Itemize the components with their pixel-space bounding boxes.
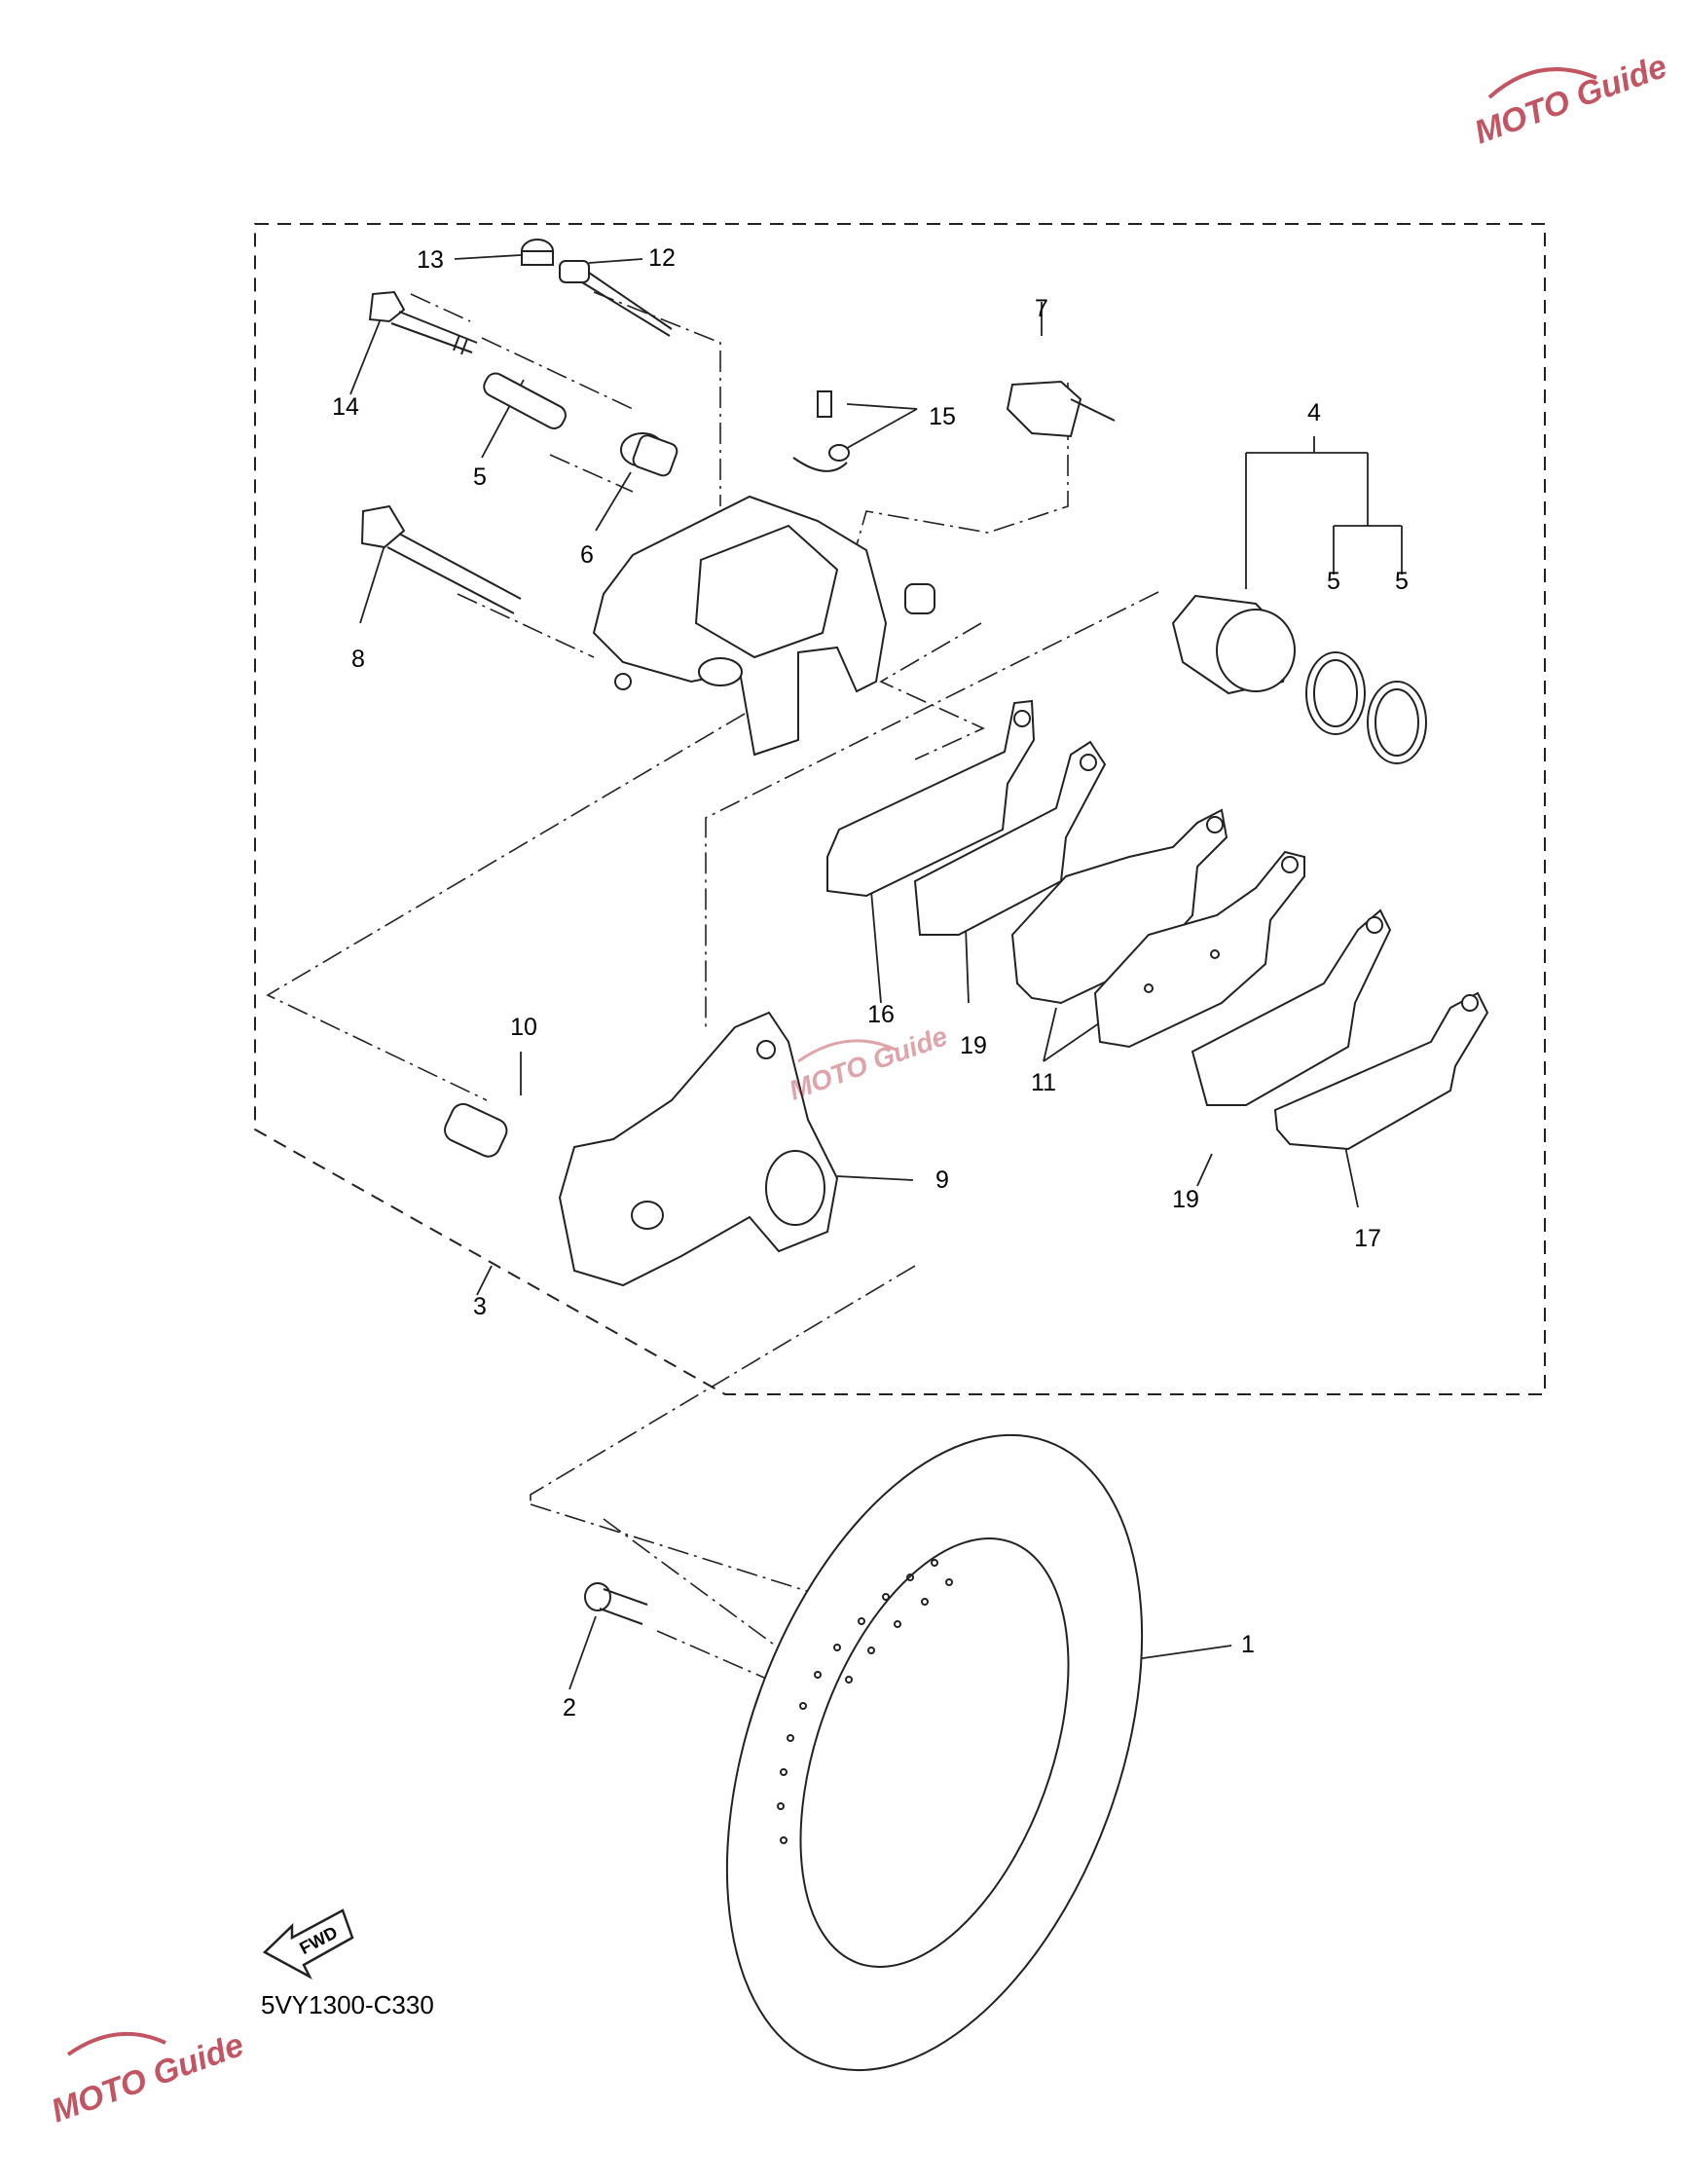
- watermark-text-center: MOTO Guide: [785, 1020, 951, 1105]
- part-pad-pin: [559, 260, 673, 337]
- callout-12: 11: [1031, 1069, 1056, 1096]
- part-disc-bolt: [584, 1582, 648, 1625]
- part-pad-spring: [1006, 380, 1116, 438]
- forward-arrow-icon: FWD: [262, 1908, 354, 1980]
- parts: [360, 239, 1489, 2072]
- watermark-logo-center: MOTO Guide: [785, 1020, 951, 1105]
- callout-5a: 5: [1327, 568, 1340, 595]
- part-brake-disc: [725, 1433, 1144, 2072]
- callout-18: 17: [1354, 1225, 1381, 1252]
- callout-19b: 19: [1172, 1186, 1199, 1213]
- callout-8: 7: [1035, 295, 1048, 322]
- callout-11: 10: [510, 1014, 537, 1041]
- watermark-text-bottom: MOTO Guide: [47, 2026, 249, 2130]
- callout-5b: 5: [1395, 568, 1409, 595]
- callout-4: 4: [1307, 399, 1321, 426]
- callout-3: 3: [473, 1293, 487, 1320]
- part-shim-lower: [1273, 991, 1489, 1151]
- callout-19a: 19: [960, 1032, 987, 1059]
- callout-16: 15: [929, 403, 956, 430]
- callout-9: 8: [351, 646, 365, 673]
- callout-6: 6: [580, 541, 594, 569]
- part-bracket-boot: [444, 1102, 508, 1158]
- watermark-text: MOTO Guide: [1470, 48, 1672, 152]
- callout-10: 9: [935, 1166, 949, 1194]
- part-piston: [1171, 594, 1296, 695]
- part-slide-pin: [483, 372, 567, 429]
- watermark-logo-bottom: MOTO Guide: [47, 2026, 249, 2130]
- part-brake-pads: [1010, 808, 1305, 1049]
- callout-13: 12: [648, 244, 676, 272]
- callout-7: 5: [473, 463, 487, 491]
- part-bleed-screw: [792, 390, 850, 472]
- callout-15: 14: [332, 393, 359, 421]
- part-piston-seals: [1305, 651, 1427, 764]
- watermark-logo-top: MOTO Guide: [1470, 48, 1672, 152]
- callout-1: 1: [1241, 1631, 1255, 1658]
- part-caliper-bolt-upper: [368, 290, 478, 355]
- assembly-boundary: [254, 223, 1546, 1395]
- callout-14: 13: [417, 246, 444, 274]
- part-boot: [620, 432, 678, 477]
- callout-2: 2: [563, 1694, 576, 1721]
- part-insulator-lower: [1191, 908, 1392, 1106]
- part-insulator-upper: [913, 740, 1107, 936]
- callout-17: 16: [867, 1001, 895, 1028]
- part-caliper-bracket: [558, 1011, 839, 1287]
- part-caliper-bolt-lower: [360, 504, 522, 614]
- drawing-code: 5VY1300-C330: [261, 1990, 434, 2019]
- callout-labels: 13 12 7 14 15 4 5 5 5 6 8 10 16 19 11 9 …: [332, 244, 1409, 1721]
- part-bleed-cap: [521, 239, 554, 266]
- part-shim-upper: [826, 699, 1036, 898]
- part-caliper-housing: [592, 495, 935, 757]
